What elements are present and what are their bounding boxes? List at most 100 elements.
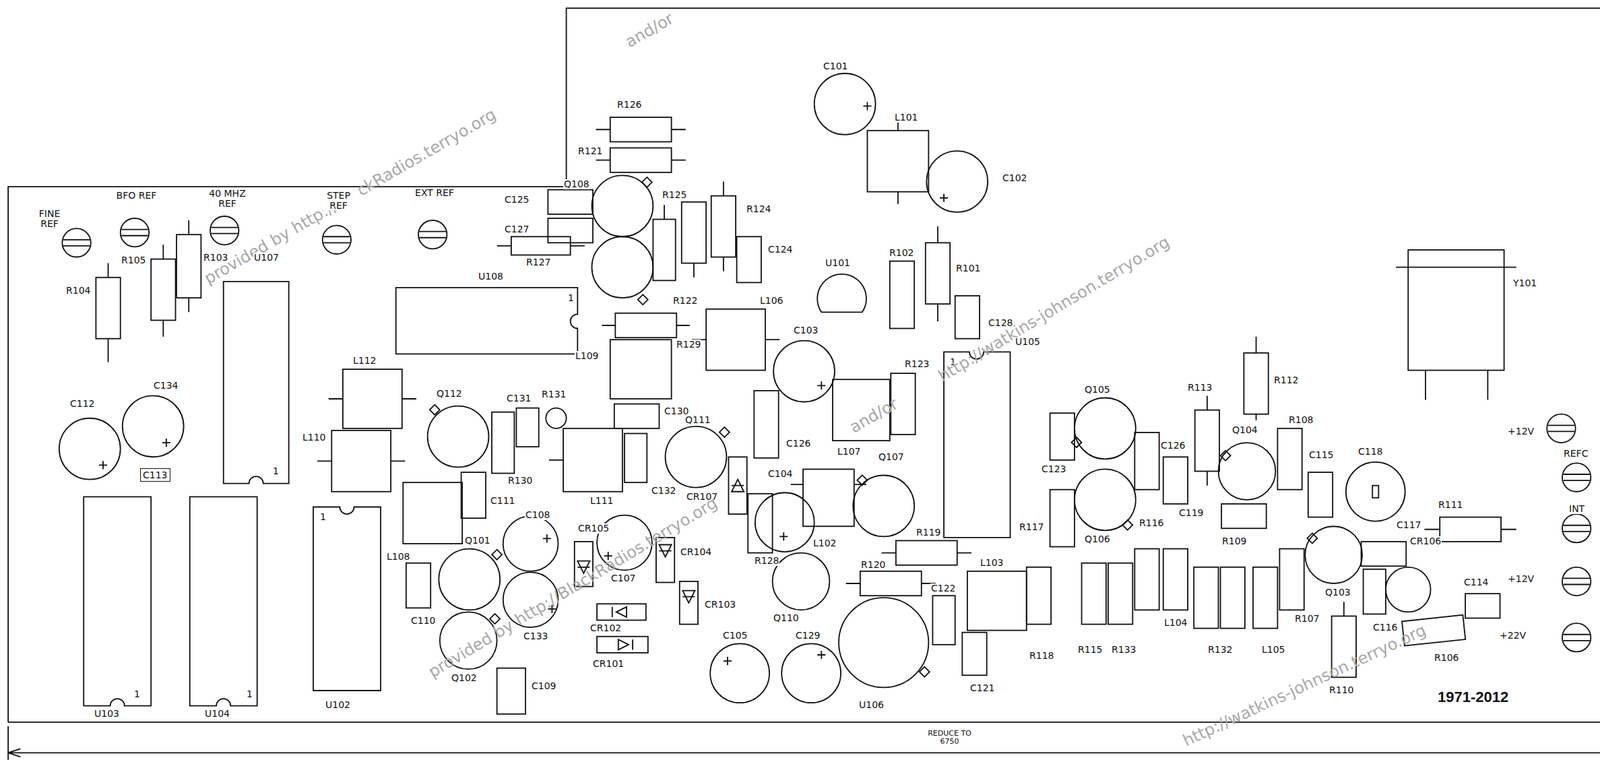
capacitor-symbol <box>1465 593 1500 618</box>
part-label: +12V <box>1507 573 1535 585</box>
part-label: CR101 <box>592 658 625 669</box>
terminal-symbol <box>1546 414 1576 443</box>
resistor-symbol <box>497 245 585 247</box>
adjust-pot-symbol <box>419 231 446 238</box>
resistor-symbol <box>722 181 725 271</box>
transistor-symbol <box>438 549 500 611</box>
transistor-symbol <box>919 666 930 678</box>
part-label: R113 <box>1187 382 1213 393</box>
transistor-symbol <box>838 597 929 688</box>
capacitor-symbol <box>1361 541 1407 566</box>
part-label: C115 <box>1308 450 1335 461</box>
resistor-symbol <box>1163 549 1188 611</box>
board-outline <box>8 721 1600 723</box>
diode-symbol <box>679 581 698 625</box>
inductor-symbol <box>897 114 899 205</box>
capacitor-symbol <box>122 395 184 457</box>
reference-adjust-label: 40 MHZ REF <box>200 188 255 209</box>
terminal-symbol <box>1562 474 1590 481</box>
part-label: L108 <box>386 551 411 562</box>
resistor-symbol <box>747 493 773 554</box>
transistor-symbol <box>1071 437 1082 448</box>
resistor-symbol <box>881 552 972 554</box>
capacitor-symbol <box>773 340 835 403</box>
watermark: http://watkins-johnson.terryo.org <box>1179 621 1429 751</box>
resistor-symbol <box>663 204 665 219</box>
ic-package <box>313 506 381 691</box>
diode-symbol <box>596 603 647 620</box>
transistor-symbol <box>427 406 490 468</box>
part-label: R102 <box>888 247 915 259</box>
capacitor-symbol <box>862 101 872 110</box>
resistor-symbol <box>1424 528 1516 531</box>
diode-symbol <box>682 590 695 603</box>
part-label: Y101 <box>1512 278 1538 289</box>
capacitor-symbol <box>1221 503 1267 529</box>
capacitor-symbol <box>59 73 1501 715</box>
inductor-symbol <box>691 338 780 341</box>
capacitor-symbol <box>939 194 948 203</box>
part-label: R132 <box>1207 644 1233 655</box>
part-label: R128 <box>753 555 780 566</box>
part-label: C102 <box>1001 173 1029 184</box>
transistor-symbol <box>427 175 1363 688</box>
capacitor-symbol <box>1050 412 1075 461</box>
watermark: and/or <box>846 394 902 437</box>
dimension-note: REDUCE TO 6750 <box>926 729 973 746</box>
part-label: C113 <box>142 469 168 481</box>
part-label: U107 <box>253 252 280 263</box>
capacitor-symbol <box>781 643 841 703</box>
part-label: Q111 <box>684 414 712 426</box>
resistor-symbol <box>896 540 958 565</box>
inductor-symbol <box>549 459 564 461</box>
capacitor-symbol <box>932 595 955 645</box>
resistor-symbol <box>596 128 686 131</box>
part-label: C108 <box>524 509 552 521</box>
part-label: CR102 <box>589 623 622 634</box>
part-label: U102 <box>324 699 351 711</box>
capacitor-symbol <box>461 472 486 519</box>
ic-package <box>83 496 151 706</box>
crystal-symbol <box>1395 249 1517 401</box>
part-label: Q107 <box>877 452 905 463</box>
resistor-symbol <box>1134 549 1159 611</box>
part-label: C129 <box>794 630 822 641</box>
board-outline <box>8 726 1600 760</box>
adjust-pot-symbol <box>418 220 447 249</box>
resistor-symbol <box>95 117 1516 678</box>
resistor-symbol <box>176 234 201 298</box>
crystal-symbol <box>1395 267 1517 401</box>
part-label: Q105 <box>1083 384 1111 395</box>
part-label: L104 <box>1163 617 1189 628</box>
part-label: 1 <box>245 689 254 700</box>
part-label: 1 <box>133 689 141 700</box>
capacitor-symbol <box>547 218 593 243</box>
part-label: C122 <box>930 583 957 594</box>
terminal-symbol <box>1562 634 1590 641</box>
test-point <box>545 408 566 429</box>
resistor-symbol <box>1277 428 1302 490</box>
adjust-pot-symbol <box>121 229 148 236</box>
capacitor-symbol <box>1308 472 1333 518</box>
part-label: 1 <box>319 512 327 523</box>
part-label: R111 <box>1437 499 1464 510</box>
capacitor-symbol <box>162 438 171 447</box>
inductor-symbol <box>563 428 623 492</box>
transistor-symbol <box>637 294 649 305</box>
resistor-symbol <box>1206 395 1208 486</box>
resistor-symbol <box>1193 567 1219 629</box>
resistor-symbol <box>150 259 176 321</box>
part-label: L102 <box>812 538 838 549</box>
adjust-pot-symbol <box>120 218 149 247</box>
part-label: C109 <box>530 681 558 692</box>
part-label: C103 <box>792 325 820 336</box>
part-label: C116 <box>1372 622 1399 633</box>
part-label: Q110 <box>772 613 800 624</box>
resistor-symbol <box>1253 567 1278 629</box>
resistor-symbol <box>187 220 190 312</box>
capacitor-symbol <box>1163 456 1188 504</box>
resistor-symbol <box>1343 601 1345 616</box>
resistor-symbol <box>846 582 936 585</box>
diode-symbol <box>731 479 744 492</box>
part-label: R122 <box>672 295 698 306</box>
